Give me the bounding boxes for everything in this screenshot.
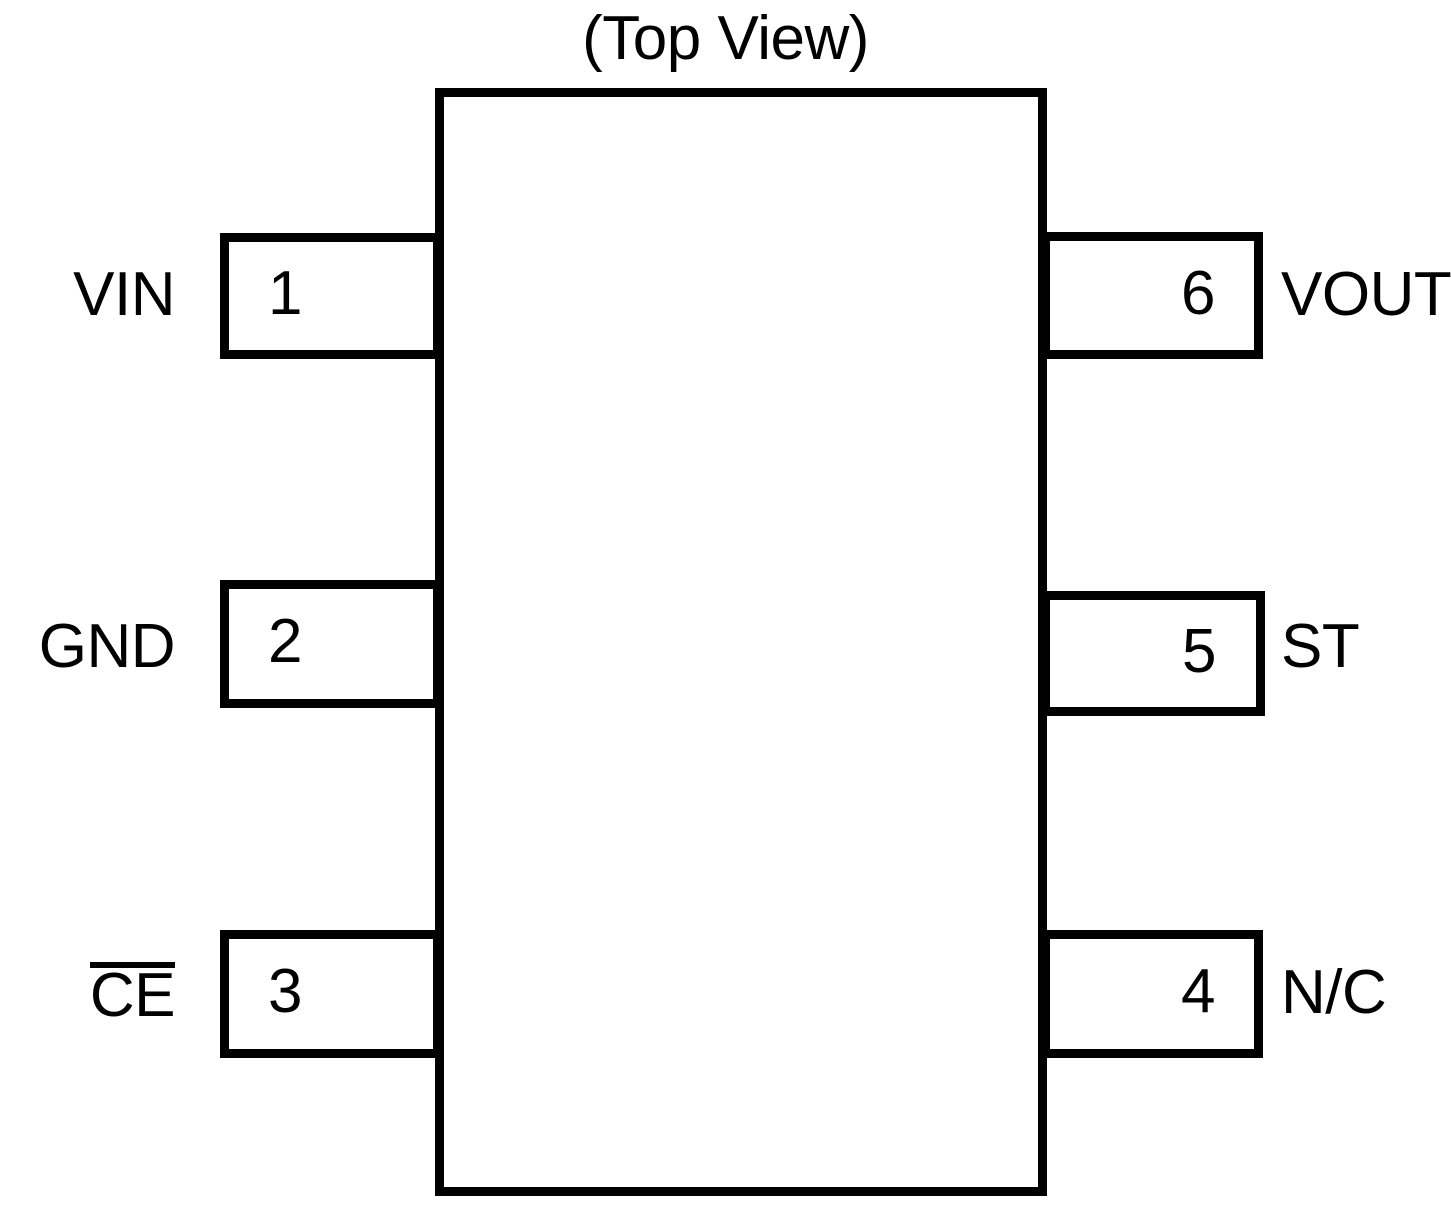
pin-pad-5: 5	[1041, 591, 1265, 716]
diagram-title: (Top View)	[582, 4, 869, 73]
pin-number-3: 3	[268, 957, 302, 1026]
pin-label-gnd: GND	[38, 612, 176, 681]
pin-pad-2: 2	[220, 580, 442, 708]
pin-number-2: 2	[268, 607, 302, 676]
pin-pad-1: 1	[220, 233, 442, 359]
active-low-overbar: CE	[89, 961, 176, 1030]
pin-label-st: ST	[1281, 612, 1360, 681]
pin-label-vout: VOUT	[1281, 260, 1451, 329]
pin-label-ce: CE	[89, 961, 176, 1030]
pin-pad-4: 4	[1041, 930, 1263, 1058]
pin-number-1: 1	[268, 259, 302, 328]
pin-number-4: 4	[1181, 957, 1215, 1026]
pin-number-5: 5	[1182, 616, 1216, 686]
pin-pad-3: 3	[220, 930, 442, 1058]
pin-label-nc: N/C	[1281, 958, 1387, 1027]
pin-pad-6: 6	[1041, 232, 1263, 359]
pin-label-vin: VIN	[73, 260, 175, 329]
pin-number-6: 6	[1181, 258, 1215, 328]
ic-package-body	[435, 88, 1047, 1196]
